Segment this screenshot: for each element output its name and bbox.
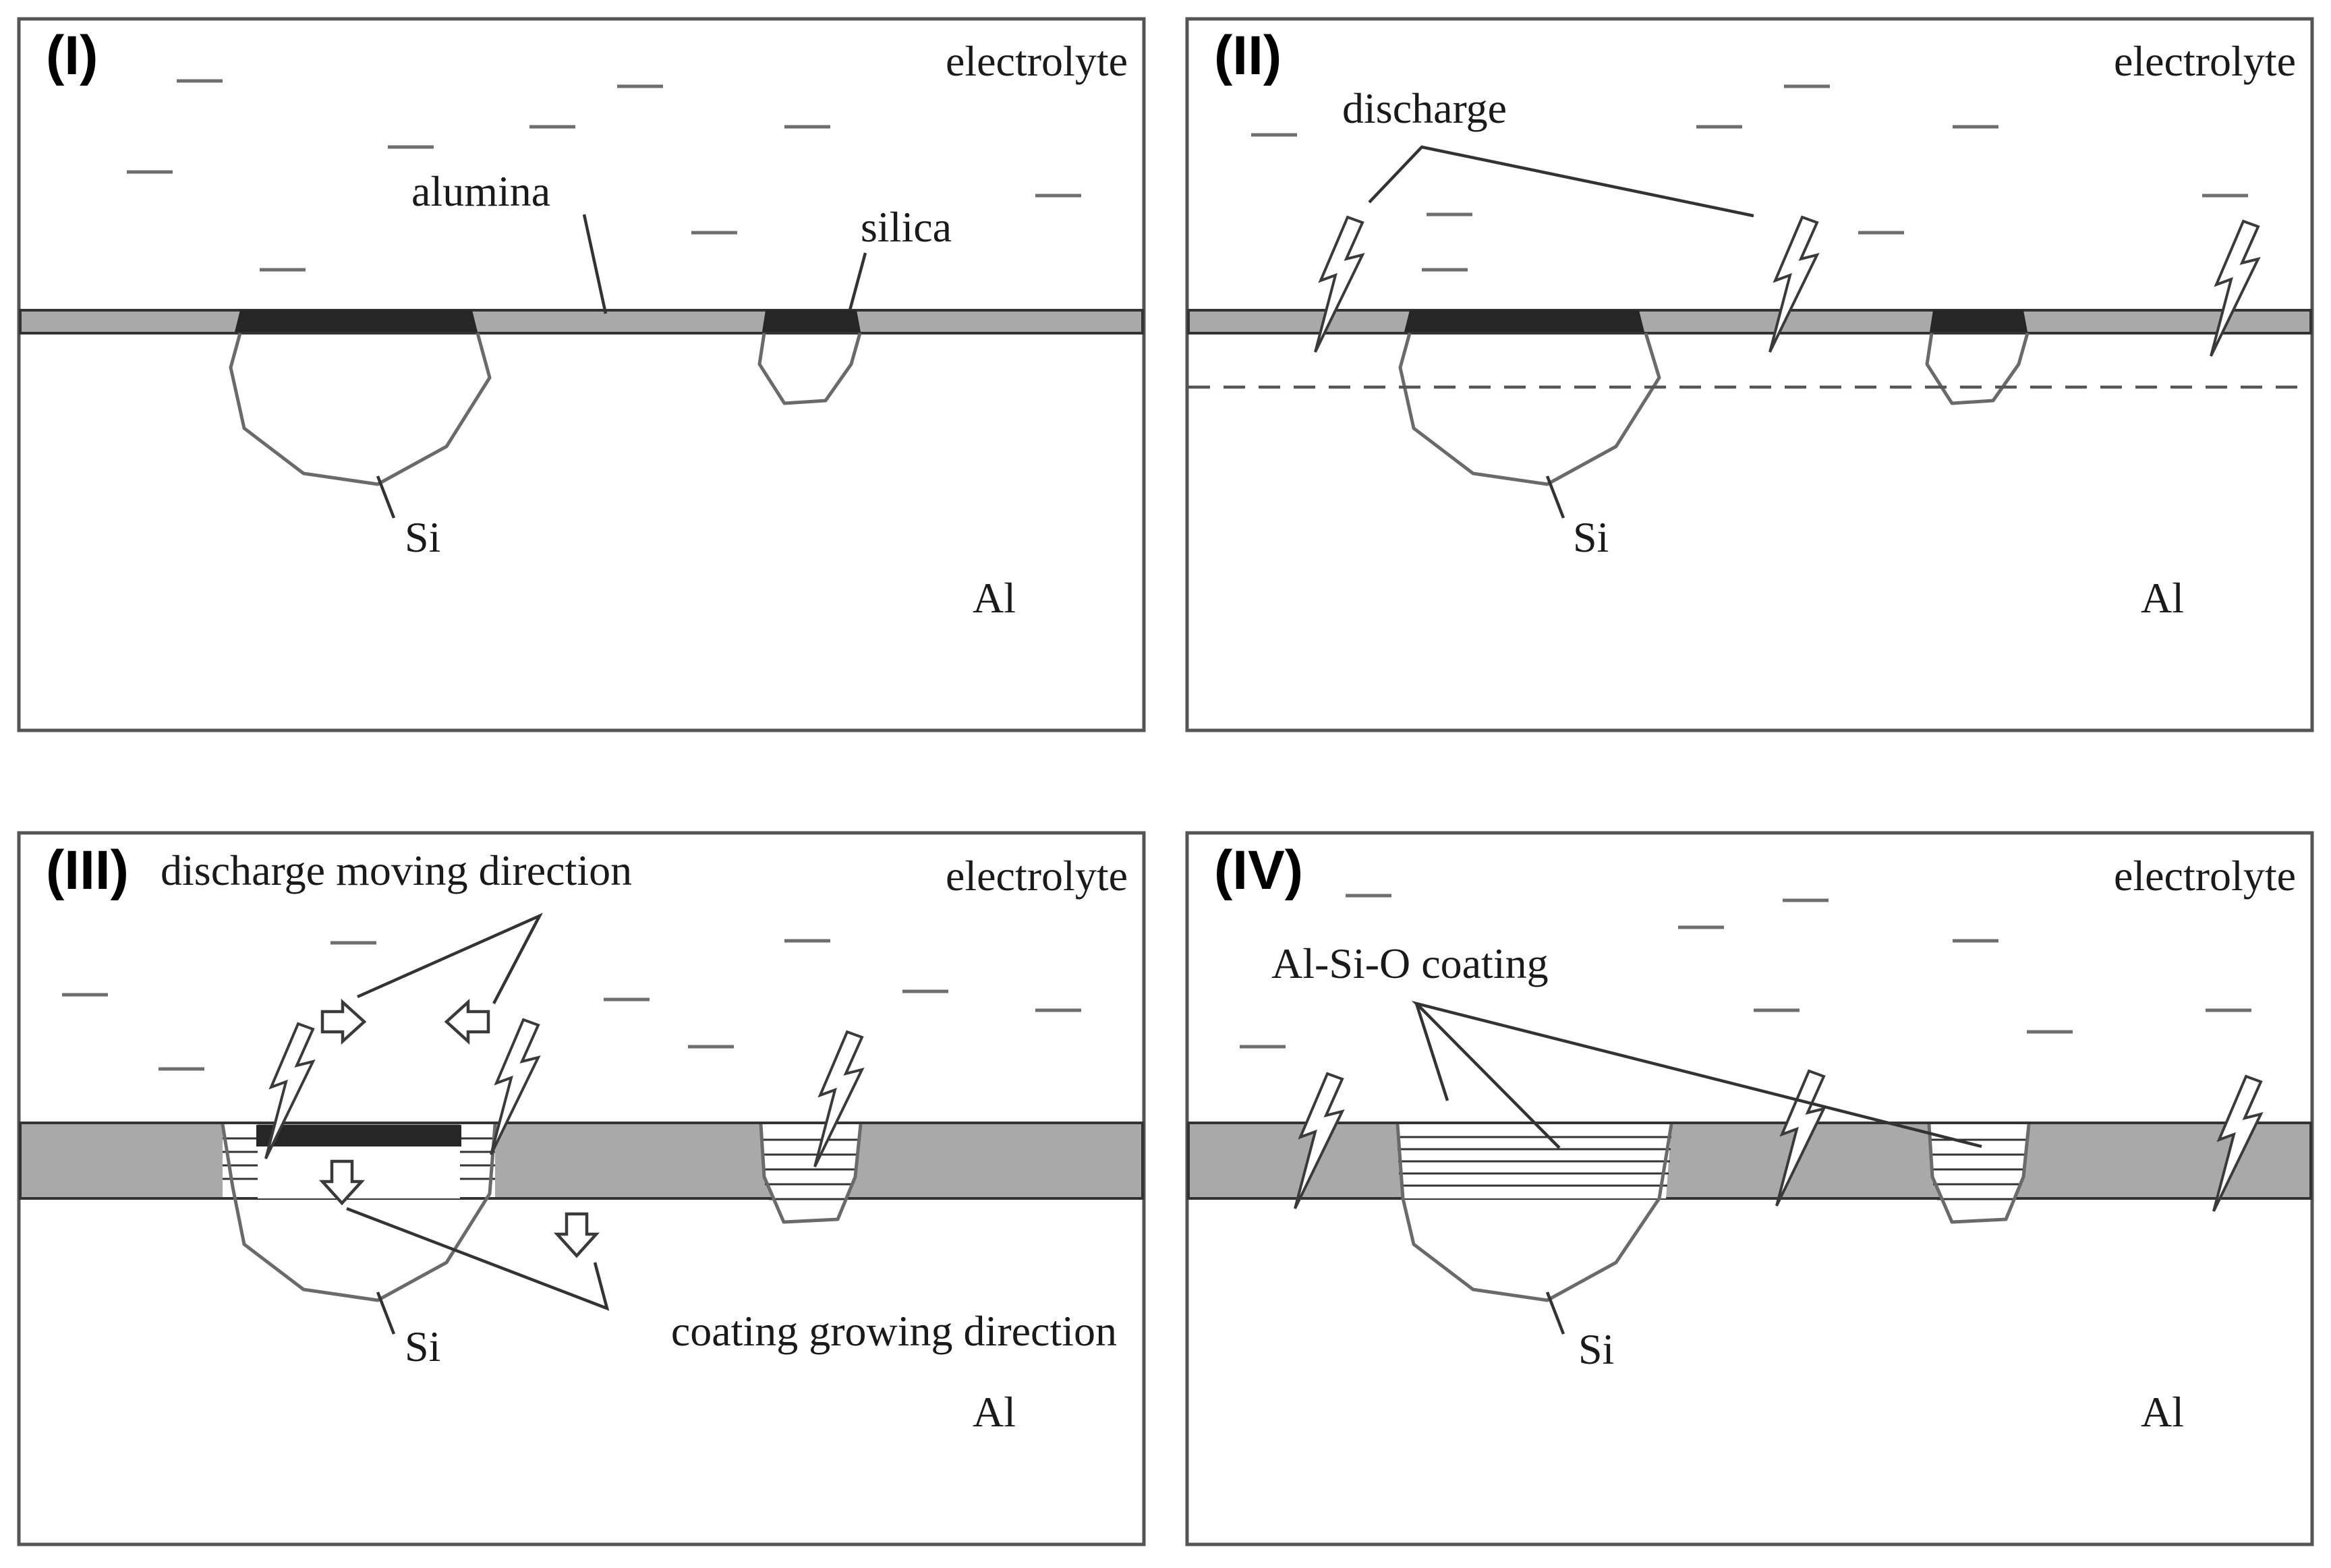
panel-iv-al-label: Al <box>2141 1388 2184 1436</box>
panel-iii-si-label: Si <box>405 1323 440 1370</box>
panel-iv-coating-small <box>1929 1124 2029 1222</box>
panel-iii-discharge-moving-label: discharge moving direction <box>161 846 632 894</box>
panel-iii-si-top <box>258 1146 460 1198</box>
panel-i-frame <box>17 17 1146 732</box>
panel-ii-frame <box>1185 17 2314 732</box>
panel-i-tag: (I) <box>46 25 98 86</box>
panel-iv-coating-leader-mid <box>1414 1003 1449 1101</box>
panel-iv-si-particle-small <box>1927 1124 2031 1224</box>
panel-ii-alumina-layer <box>1187 309 2312 335</box>
panel-ii-al-label: Al <box>2141 574 2184 622</box>
panel-iv-si-label: Si <box>1578 1325 1614 1373</box>
panel-i-silica-label: silica <box>861 203 952 251</box>
panel-iii-moving-leader <box>357 912 543 1005</box>
panel-iv-coating-large <box>1398 1124 1671 1198</box>
panel-i-alumina-layer <box>19 309 1144 335</box>
panel-iii-silica-large <box>256 1125 461 1146</box>
panel-iii-si-particle-large <box>221 1124 497 1302</box>
panel-iii-coating-right-large <box>460 1124 495 1197</box>
panel-iii-electrolyte-label: electrolyte <box>946 852 1128 900</box>
panel-iii-arrow-down-1 <box>318 1159 366 1206</box>
panel-i-si-particle-large <box>229 332 492 486</box>
panel-iv-electrolyte-label: electrolyte <box>2114 852 2296 900</box>
panel-iii-si-leader <box>376 1291 396 1335</box>
panel-i: (I) electrolyte alumina silica Si Al <box>17 17 1146 732</box>
panel-iv-ions <box>1240 894 2251 1049</box>
panel-ii-ions <box>1251 84 2248 272</box>
panel-iii-arrow-right <box>320 998 367 1045</box>
panel-iii-si-particle-small <box>759 1124 863 1224</box>
panel-i-silica-right <box>762 310 861 332</box>
panel-i-alumina-label: alumina <box>411 167 550 215</box>
panel-ii-tag: (II) <box>1214 25 1282 86</box>
panel-iv-coating-label: Al-Si-O coating <box>1271 939 1549 987</box>
panel-iii-coating-growing-label: coating growing direction <box>671 1307 1117 1355</box>
panel-i-silica-left <box>235 310 478 332</box>
panel-i-ions <box>127 79 1081 272</box>
panel-ii: (II) electrolyte discharge Si Al <box>1185 17 2314 732</box>
panel-iii-al-label: Al <box>973 1388 1016 1436</box>
panel-iii-arrow-left <box>444 998 490 1045</box>
panel-iv: (IV) electrolyte Al-Si-O coating Si Al <box>1185 831 2314 1546</box>
panel-ii-electrolyte-label: electrolyte <box>2114 37 2296 85</box>
panel-i-si-label: Si <box>405 513 440 561</box>
panel-iv-oxide-layer <box>1187 1122 2312 1200</box>
panel-iv-tag: (IV) <box>1214 840 1303 901</box>
panel-iv-si-leader <box>1545 1291 1565 1335</box>
panel-i-electrolyte-label: electrolyte <box>946 37 1128 85</box>
panel-iv-si-particle-large <box>1395 1124 1673 1302</box>
panel-iii-ions <box>62 939 1081 1071</box>
panel-iii-growing-leader <box>346 1207 610 1311</box>
panel-iii: (III) electrolyte discharge moving direc… <box>17 831 1146 1546</box>
panel-ii-si-particle-large <box>1398 332 1661 486</box>
panel-iii-oxide-layer <box>19 1122 1144 1200</box>
panel-iii-arrow-down-2 <box>553 1212 600 1258</box>
panel-i-si-particle-small <box>757 332 862 405</box>
panel-ii-discharge-leader <box>1368 145 1754 218</box>
panel-i-silica-leader <box>848 252 867 311</box>
panel-ii-si-leader <box>1545 475 1565 519</box>
panel-iii-tag: (III) <box>46 840 129 901</box>
panel-ii-si-label: Si <box>1573 513 1609 561</box>
panel-ii-si-particle-small <box>1925 332 2030 405</box>
panel-ii-discharge-label: discharge <box>1342 84 1507 132</box>
panel-ii-silica-left <box>1404 310 1644 332</box>
panel-iii-coating-small <box>761 1124 861 1222</box>
panel-i-alumina-leader <box>582 214 608 314</box>
panel-i-si-leader <box>376 475 396 519</box>
panel-i-al-label: Al <box>973 574 1016 622</box>
panel-ii-silica-right <box>1930 310 2027 332</box>
